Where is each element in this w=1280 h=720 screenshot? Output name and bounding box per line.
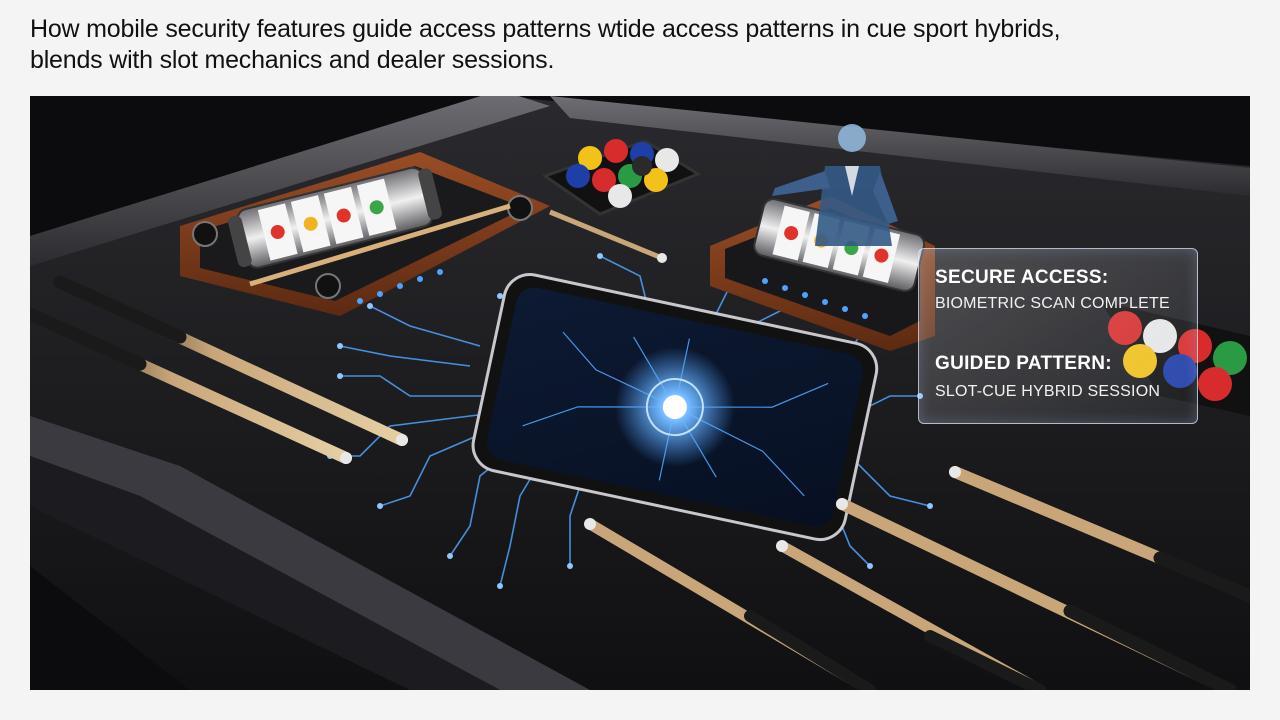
scene-illustration xyxy=(30,96,1250,690)
image-caption: How mobile security features guide acces… xyxy=(30,14,1250,76)
scene-image: SECURE ACCESS: BIOMETRIC SCAN COMPLETE G… xyxy=(30,96,1250,690)
ball-rack-right xyxy=(1100,301,1250,416)
ball-rack-top xyxy=(541,139,702,216)
secure-access-heading: SECURE ACCESS: xyxy=(935,267,1109,288)
caption-line-2: blends with slot mechanics and dealer se… xyxy=(30,46,555,74)
secure-access-status: BIOMETRIC SCAN COMPLETE xyxy=(935,295,1170,312)
table-rail-top xyxy=(550,96,1250,196)
slot-table-left xyxy=(180,152,550,316)
caption-line-1: How mobile security features guide acces… xyxy=(30,15,1061,43)
guided-pattern-value: SLOT-CUE HYBRID SESSION xyxy=(935,383,1161,400)
secure-access-panel: SECURE ACCESS: BIOMETRIC SCAN COMPLETE G… xyxy=(918,248,1198,424)
cue-stick-top xyxy=(549,209,663,261)
cue-sticks xyxy=(30,275,1250,690)
hologram-dealer xyxy=(772,124,898,246)
guided-pattern-heading: GUIDED PATTERN: xyxy=(935,353,1112,374)
smartphone xyxy=(471,273,879,542)
table-rail-front xyxy=(30,416,590,690)
table-rail-left xyxy=(30,96,550,266)
